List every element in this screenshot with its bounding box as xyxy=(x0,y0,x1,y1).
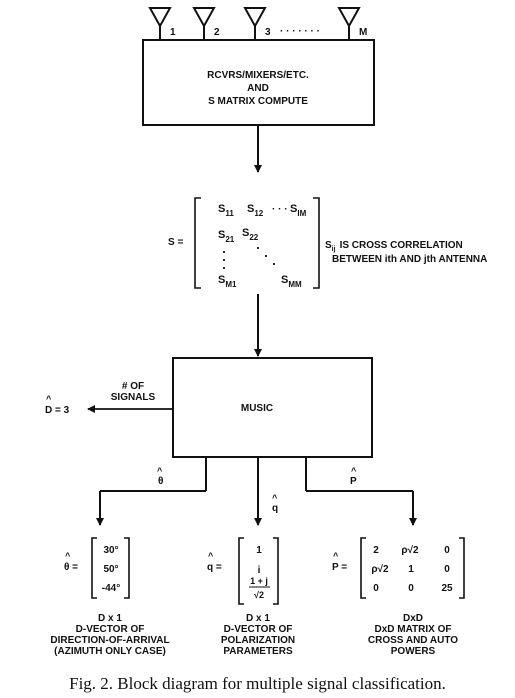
signals-hat: ^ xyxy=(46,394,52,404)
music-label: MUSIC xyxy=(241,403,273,414)
antenna-label-1: 1 xyxy=(170,27,176,38)
s1m: SIM xyxy=(290,203,307,218)
theta-vector: θ = ^ 30° 50° -44° D x 1 D-VECTOR OF DIR… xyxy=(50,537,170,657)
theta-lhs: θ = xyxy=(64,562,78,573)
antenna-m: M xyxy=(337,7,367,40)
p-cell-1-2: ρ√2 xyxy=(401,545,419,556)
s-matrix-lhs: S = xyxy=(168,237,183,248)
rcvr-box-line3: S MATRIX COMPUTE xyxy=(208,96,308,107)
signals-label-line1: # OF xyxy=(122,381,144,392)
s-matrix-right-bracket xyxy=(313,197,320,289)
theta-dim: D x 1 xyxy=(98,613,122,624)
theta-desc-1: D-VECTOR OF xyxy=(76,624,145,635)
theta-value-3: -44° xyxy=(102,583,120,594)
sm1: SM1 xyxy=(218,274,237,289)
rcvr-box-line2: AND xyxy=(247,83,269,94)
smm: SMM xyxy=(281,274,302,289)
signals-value: D = 3 xyxy=(45,405,70,416)
q-desc-3: PARAMETERS xyxy=(223,646,293,657)
s-matrix-note-line2: BETWEEN ith AND jth ANTENNA xyxy=(332,254,487,265)
q-desc-1: D-VECTOR OF xyxy=(224,624,293,635)
s12: S12 xyxy=(247,203,264,218)
theta-right-bracket xyxy=(124,537,130,599)
antenna-2: 2 xyxy=(192,7,220,40)
s22: S22 xyxy=(242,227,259,242)
branch-q-label: q xyxy=(272,503,278,514)
q-dim: D x 1 xyxy=(246,613,270,624)
theta-desc-2: DIRECTION-OF-ARRIVAL xyxy=(50,635,169,646)
antenna-label-3: 3 xyxy=(265,27,271,38)
s11: S11 xyxy=(218,203,234,218)
s-diagonal-dots xyxy=(256,246,276,266)
p-dim: DxD xyxy=(403,613,423,624)
antenna-ellipsis: · · · · · · · xyxy=(280,26,320,37)
theta-value-1: 30° xyxy=(103,545,118,556)
s-matrix-left-bracket xyxy=(194,197,201,289)
p-cell-3-3: 25 xyxy=(441,583,453,594)
q-left-bracket xyxy=(238,537,244,605)
p-desc-1: DxD MATRIX OF xyxy=(374,624,451,635)
branch-q-hat: ^ xyxy=(272,493,278,503)
q-right-bracket xyxy=(273,537,279,605)
antenna-label-m: M xyxy=(359,27,367,38)
p-left-bracket xyxy=(360,537,366,599)
antenna-3: 3 xyxy=(243,7,271,40)
p-cell-3-2: 0 xyxy=(408,583,414,594)
figure-caption: Fig. 2. Block diagram for multiple signa… xyxy=(69,674,446,693)
q-desc-2: POLARIZATION xyxy=(221,635,295,646)
s-matrix: S = S11 S12 · · · SIM S21 S22 SM1 SMM xyxy=(168,197,320,289)
branch-p-label: P xyxy=(350,476,357,487)
q-value-1: 1 xyxy=(256,545,262,556)
p-desc-2: CROSS AND AUTO xyxy=(368,635,458,646)
q-vector: q = ^ 1 i 1 + j √2 D x 1 D-VECTOR OF POL… xyxy=(207,537,295,657)
q-lhs: q = xyxy=(207,562,222,573)
q-frac-den: √2 xyxy=(254,590,264,600)
music-box xyxy=(172,357,373,458)
branch-theta-label: θ xyxy=(158,476,163,487)
branch-theta-hat: ^ xyxy=(157,466,163,476)
theta-lhs-hat: ^ xyxy=(65,551,71,561)
q-lhs-hat: ^ xyxy=(208,551,214,561)
p-lhs-hat: ^ xyxy=(333,551,339,561)
signals-label-line2: SIGNALS xyxy=(111,392,156,403)
p-desc-3: POWERS xyxy=(391,646,436,657)
p-lhs: P = xyxy=(332,562,347,573)
p-cell-2-3: 0 xyxy=(444,564,450,575)
s-row1-dots: · · · xyxy=(272,204,288,215)
p-right-bracket xyxy=(459,537,465,599)
s21: S21 xyxy=(218,229,235,244)
p-matrix: P = ^ 2 ρ√2 0 ρ√2 1 0 0 0 25 DxD DxD MAT… xyxy=(332,537,465,657)
branch-p-hat: ^ xyxy=(351,466,357,476)
s-vertical-dots xyxy=(222,250,226,270)
p-cell-2-1: ρ√2 xyxy=(371,564,389,575)
antenna-label-2: 2 xyxy=(214,27,220,38)
antenna-1: 1 xyxy=(148,7,176,40)
q-value-2: i xyxy=(258,565,261,576)
theta-desc-3: (AZIMUTH ONLY CASE) xyxy=(54,646,166,657)
q-frac-num: 1 + j xyxy=(250,576,268,586)
theta-value-2: 50° xyxy=(103,564,118,575)
p-cell-3-1: 0 xyxy=(373,583,379,594)
p-cell-1-3: 0 xyxy=(444,545,450,556)
rcvr-box-line1: RCVRS/MIXERS/ETC. xyxy=(207,70,309,81)
p-cell-2-2: 1 xyxy=(408,564,414,575)
theta-left-bracket xyxy=(91,537,97,599)
p-cell-1-1: 2 xyxy=(373,545,379,556)
